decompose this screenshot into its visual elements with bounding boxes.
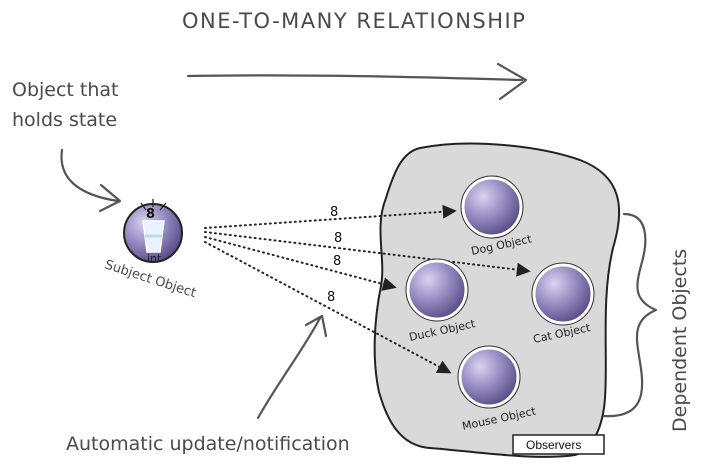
observers-box: Observers [512,434,605,455]
notify-arrow-dog [204,204,457,229]
dependent-object-cat: Cat Object [531,262,595,346]
diagram-title: ONE-TO-MANY RELATIONSHIP [182,9,526,33]
subject-object: 8 int Subject Object [103,199,198,301]
relationship-arrow [186,62,528,101]
dependents-note: Dependent Objects [669,249,691,432]
notify-arrow-cat [204,231,531,277]
notification-arrows [204,204,531,374]
subject-value: 8 [146,207,155,222]
subject-type-label: int [147,252,162,265]
update-note: Automatic update/notification [66,433,350,455]
notify-arrow-duck [204,236,397,291]
observers-label: Observers [526,438,581,452]
message-label: 8 [330,205,338,220]
message-label: 8 [333,254,341,269]
state-note-line-2: holds state [12,109,117,131]
state-note-arrow [60,148,122,213]
glass-icon [140,199,167,253]
dependents-region [373,142,620,458]
message-label: 8 [334,231,342,246]
dependents-brace [602,212,658,418]
message-label: 8 [327,290,335,305]
state-note-line-1: Object that [12,79,119,101]
update-note-arrow [256,314,328,420]
notify-arrow-mouse [204,241,452,374]
